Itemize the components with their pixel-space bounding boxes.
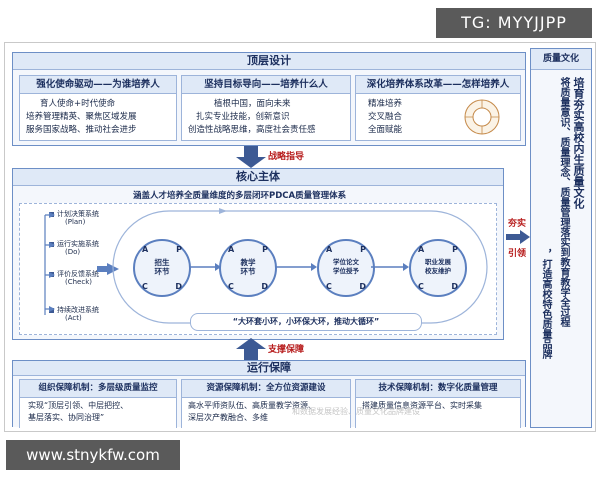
bottom-card-1-line: 实现“顶层引领、中层把控、 bbox=[28, 401, 129, 410]
top-card-1: 强化使命驱动——为谁培养人 育人使命+时代使命 培养管理精英、聚焦区域发展 服务… bbox=[19, 75, 177, 141]
quality-culture-text-3: ，打造高校特色质量品牌 bbox=[540, 249, 551, 359]
support-arrow bbox=[236, 338, 266, 360]
top-card-2-line: 创造性战略思维，高度社会责任感 bbox=[188, 125, 316, 135]
top-card-3-line: 交叉融合 bbox=[368, 112, 403, 122]
operation-section: 运行保障 组织保障机制：多层级质量监控 实现“顶层引领、中层把控、 基层落实、协… bbox=[12, 360, 526, 428]
overlay-caption: 和数据发展经验、质量文化品牌建设 bbox=[292, 407, 420, 416]
top-card-1-line: 培养管理精英、聚焦区域发展 bbox=[26, 112, 137, 122]
watermark-top: TG: MYYJJPP bbox=[436, 8, 592, 38]
bottom-card-1-title: 组织保障机制：多层级质量监控 bbox=[20, 380, 176, 398]
act-label: (Act) bbox=[65, 314, 82, 322]
system-reform-graphic bbox=[464, 99, 500, 135]
do-label: (Do) bbox=[65, 248, 81, 256]
quality-culture-text-2: 将质量意识、质量理念、质量管理落实到教育教学全过程 bbox=[558, 77, 569, 327]
cycle-admission: A P C D 招生环节 bbox=[133, 239, 191, 297]
quality-culture-title: 质量文化 bbox=[531, 49, 591, 70]
bottom-card-2-line: 高水平师资队伍、高质量教学资源、 bbox=[188, 401, 316, 410]
top-card-1-title: 强化使命驱动——为谁培养人 bbox=[20, 76, 176, 94]
bottom-card-2-line: 深层次产教融合、多维 bbox=[188, 413, 268, 422]
bottom-card-3: 技术保障机制：数字化质量管理 搭建质量信息资源平台、实时采集 bbox=[355, 379, 521, 428]
top-card-2: 坚持目标导向——培养什么人 植根中国，面向未来 扎实专业技能，创新意识 创造性战… bbox=[181, 75, 351, 141]
implement-label: 夯实 bbox=[508, 219, 527, 229]
top-card-1-line: 服务国家战略、推动社会进步 bbox=[26, 125, 137, 135]
core-title: 核心主体 bbox=[13, 169, 503, 186]
top-card-3-line: 全面赋能 bbox=[368, 125, 403, 135]
support-label: 支撑保障 bbox=[268, 345, 305, 355]
strategy-label: 战略指导 bbox=[268, 152, 305, 162]
top-card-3-title: 深化培养体系改革——怎样培养人 bbox=[356, 76, 520, 94]
cycle-teaching: A P C D 教学环节 bbox=[219, 239, 277, 297]
top-card-2-line: 扎实专业技能，创新意识 bbox=[196, 112, 290, 122]
cycle-thesis: A P C D 学位论文学位授予 bbox=[317, 239, 375, 297]
quality-culture-panel: 质量文化 培育夯实高校内生质量文化 将质量意识、质量理念、质量管理落实到教育教学… bbox=[530, 48, 592, 428]
top-card-1-line: 育人使命+时代使命 bbox=[40, 99, 116, 109]
top-design-title: 顶层设计 bbox=[13, 53, 525, 70]
lead-label: 引领 bbox=[508, 249, 527, 259]
watermark-bottom: www.stnykfw.com bbox=[6, 440, 180, 470]
top-card-2-title: 坚持目标导向——培养什么人 bbox=[182, 76, 350, 94]
top-card-2-line: 植根中国，面向未来 bbox=[214, 99, 291, 109]
bottom-card-1: 组织保障机制：多层级质量监控 实现“顶层引领、中层把控、 基层落实、协同治理” bbox=[19, 379, 177, 428]
implement-arrow bbox=[506, 230, 530, 244]
cycle-connectors bbox=[189, 263, 409, 271]
system-flow-lines bbox=[44, 212, 119, 315]
bottom-card-2: 资源保障机制：全方位资源建设 高水平师资队伍、高质量教学资源、 深层次产教融合、… bbox=[181, 379, 351, 428]
core-subtitle: 涵盖人才培养全质量维度的多层闭环PDCA质量管理体系 bbox=[133, 191, 347, 201]
cycle-slogan: “大环套小环，小环保大环，推动大循环” bbox=[190, 313, 422, 331]
quality-culture-text-1: 培育夯实高校内生质量文化 bbox=[572, 77, 585, 209]
bottom-card-1-line: 基层落实、协同治理” bbox=[28, 413, 105, 422]
plan-label: (Plan) bbox=[65, 218, 86, 226]
check-label: (Check) bbox=[65, 278, 92, 286]
bottom-card-3-title: 技术保障机制：数字化质量管理 bbox=[356, 380, 520, 398]
bottom-card-2-title: 资源保障机制：全方位资源建设 bbox=[182, 380, 350, 398]
bottom-card-3-line: 搭建质量信息资源平台、实时采集 bbox=[362, 401, 482, 410]
operation-title: 运行保障 bbox=[13, 361, 525, 376]
top-design-section: 顶层设计 强化使命驱动——为谁培养人 育人使命+时代使命 培养管理精英、聚焦区域… bbox=[12, 52, 526, 146]
top-card-3-line: 精准培养 bbox=[368, 99, 403, 109]
cycle-career: A P C D 职业发展校友维护 bbox=[409, 239, 467, 297]
top-card-3: 深化培养体系改革——怎样培养人 精准培养 交叉融合 全面赋能 bbox=[355, 75, 521, 141]
strategy-arrow bbox=[236, 146, 266, 168]
